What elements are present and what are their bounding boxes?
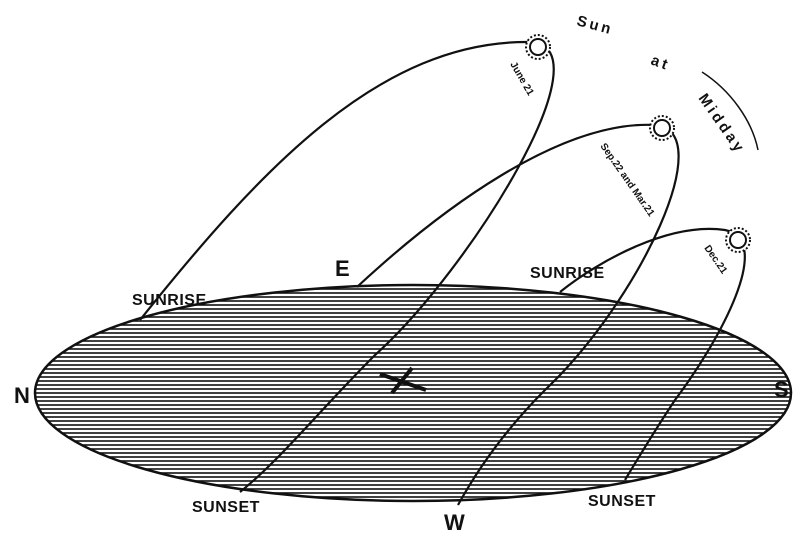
sunset-label-june: SUNSET <box>192 499 260 516</box>
sun-december-icon <box>725 227 751 253</box>
observer-cross-icon <box>379 366 427 395</box>
date-label-equinox: Sep.22 and Mar.21 <box>598 141 657 219</box>
compass-south: S <box>774 377 789 402</box>
sun-path-equinox <box>356 123 680 506</box>
date-label-june: June 21 <box>507 60 535 98</box>
title-arc <box>701 71 759 151</box>
horizon-disc <box>33 283 793 503</box>
title-line-2: at <box>649 52 673 75</box>
sun-path-june <box>139 40 555 493</box>
sunset-label-december: SUNSET <box>588 493 656 510</box>
sun-path-december <box>559 227 746 481</box>
sunrise-label-december: SUNRISE <box>530 265 605 282</box>
title-line-1: Sun <box>575 12 615 38</box>
compass-west: W <box>444 510 465 535</box>
title-line-3: Midday <box>695 91 749 158</box>
date-label-december: Dec.21 <box>702 243 730 276</box>
sun-equinox-icon <box>649 115 675 141</box>
compass-north: N <box>14 383 30 408</box>
sun-june-icon <box>525 34 551 60</box>
compass-east: E <box>335 256 350 281</box>
sunrise-label-june: SUNRISE <box>132 292 207 309</box>
